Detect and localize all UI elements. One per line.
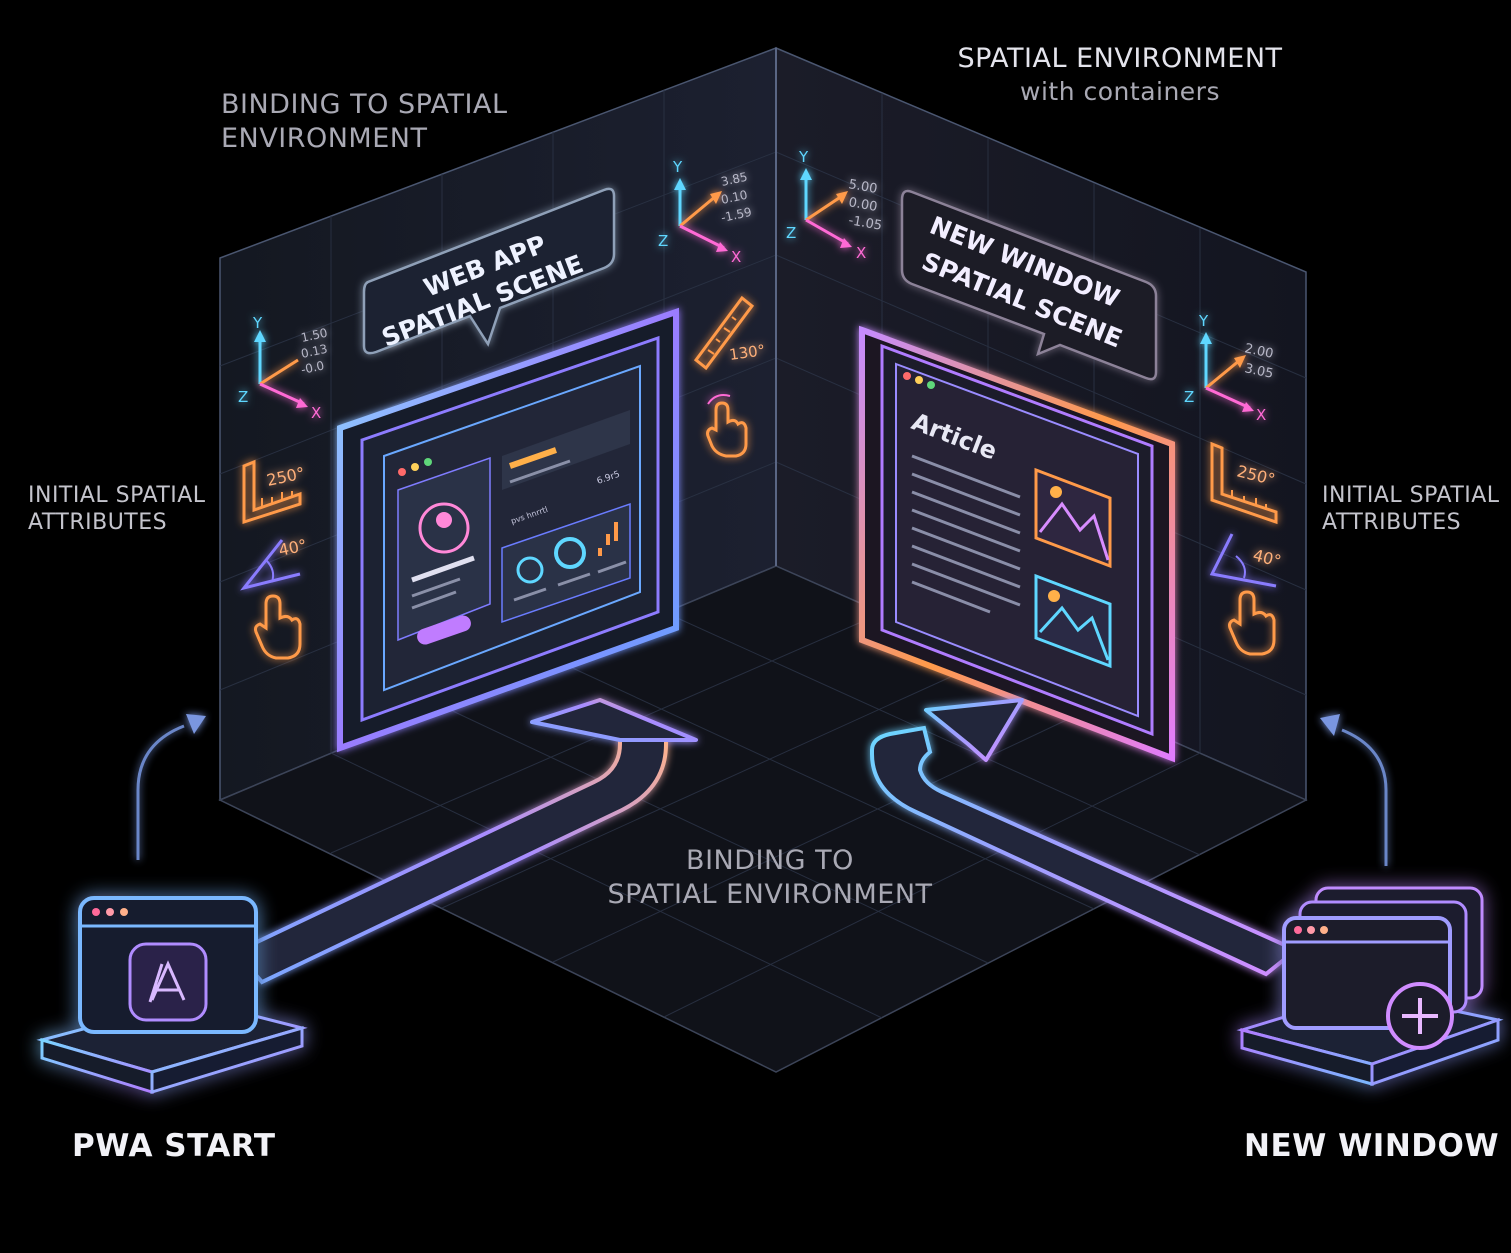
plus-icon [1386,982,1454,1050]
binding-top-label: BINDING TO SPATIAL ENVIRONMENT [221,88,508,156]
initial-right-line2: ATTRIBUTES [1322,510,1462,535]
new-window-screen: Article [859,325,1175,763]
web-app-screen: 6.9r5 pvs hnrrtl [337,307,679,753]
ring-icon [554,537,586,569]
coord-value: 3.05 [1243,361,1274,382]
spatial-env-title: SPATIAL ENVIRONMENT [957,43,1283,74]
hand-rotate-icon [706,394,748,458]
axis-y-label: Y [798,148,809,166]
image-icon [1034,467,1112,569]
axis-z-label: Z [1184,388,1194,406]
initial-left-line2: ATTRIBUTES [28,510,168,535]
coord-value: 0.10 [720,188,749,207]
binding-top-line1: BINDING TO SPATIAL [221,89,508,120]
coord-value: -0.0 [300,358,326,377]
axis-y-label: Y [1198,312,1209,330]
bar-chart-icon [598,522,618,556]
axis-x-label: X [731,248,741,266]
new-window-node [1236,886,1504,1087]
initial-attributes-left: INITIAL SPATIAL ATTRIBUTES [28,482,206,536]
binding-bottom-line1: BINDING TO [686,845,854,876]
axis-gizmo-right-upper: Y X Z 5.00 0.00 -1.05 [786,148,883,262]
app-store-icon [128,942,208,1022]
axis-z-label: Z [786,224,796,242]
axis-x-label: X [1256,406,1266,424]
new-window-bubble: NEW WINDOW SPATIAL SCENE [900,189,1158,381]
arrow-pwa-up [136,714,206,860]
axis-z-label: Z [658,232,668,250]
axis-gizmo-left-lower: Y X Z 1.50 0.13 -0.0 [238,314,329,422]
avatar-icon [418,502,470,554]
pwa-start-node [36,896,308,1095]
coord-value: -1.59 [720,205,753,225]
arrow-pwa-to-webapp [232,698,698,985]
axis-x-label: X [856,244,866,262]
axis-y-label: Y [252,314,263,332]
coord-value: 1.50 [300,326,329,345]
arrow-newwindow-to-scene [870,698,1300,977]
coord-value: -1.05 [847,213,883,234]
binding-top-line2: ENVIRONMENT [221,123,428,154]
spatial-env-label: SPATIAL ENVIRONMENT with containers [930,42,1310,108]
hand-pointer-icon-right [1228,590,1276,656]
new-window-label: NEW WINDOW [1244,1128,1500,1164]
coord-value: 0.00 [847,195,878,215]
gauge-icon [516,556,544,584]
initial-right-line1: INITIAL SPATIAL [1322,483,1500,508]
axis-gizmo-left-upper: Y X Z 3.85 0.10 -1.59 [658,158,753,266]
binding-bottom-line2: SPATIAL ENVIRONMENT [607,879,933,910]
image-icon-2 [1034,573,1112,669]
arrow-newwindow-up [1320,714,1388,866]
ruler-icon-rotated: 130° [693,295,766,371]
axis-gizmo-right-lower: Y X Z 2.00 3.05 [1184,312,1275,424]
pwa-start-label: PWA START [72,1128,276,1164]
axis-x-label: X [311,404,321,422]
binding-bottom-label: BINDING TO SPATIAL ENVIRONMENT [560,844,980,912]
rotate-value: 130° [728,341,766,364]
axis-y-label: Y [672,158,683,176]
coord-value: 0.13 [300,342,329,361]
coord-value: 3.85 [720,170,749,189]
initial-attributes-right: INITIAL SPATIAL ATTRIBUTES [1322,482,1500,536]
hand-pointer-icon [254,594,302,660]
coord-value: 2.00 [1243,341,1274,362]
coord-value: 5.00 [847,177,878,197]
spatial-env-sub: with containers [1020,77,1220,106]
initial-left-line1: INITIAL SPATIAL [28,483,206,508]
axis-z-label: Z [238,388,248,406]
